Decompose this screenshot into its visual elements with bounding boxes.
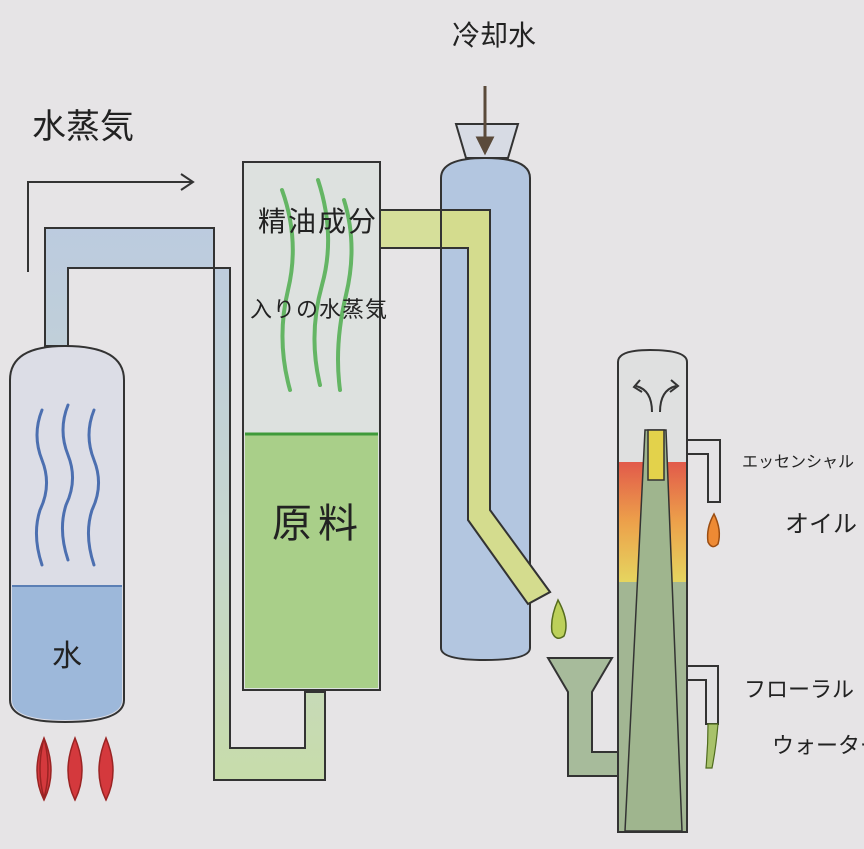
cooling-water-label: 冷却水	[452, 19, 537, 52]
raw-material-bed	[245, 434, 378, 688]
essential-vapour-streaks	[280, 178, 354, 392]
essential-oil-outlet	[686, 439, 721, 548]
steam-direction-arrow	[27, 173, 195, 272]
raw-material-label: 原料	[272, 501, 364, 547]
distillation-still	[242, 161, 381, 691]
water-label: 水	[52, 639, 82, 674]
condensate-drop	[550, 598, 567, 639]
steam-wisps	[35, 403, 100, 567]
cooling-water-arrow	[475, 86, 495, 156]
floral-water-stream	[705, 723, 719, 769]
separator-funnel	[546, 657, 619, 777]
essential-oil-label-line2: オイル	[785, 510, 857, 538]
condenser-coil	[440, 209, 552, 606]
floral-water-outlet	[686, 665, 719, 769]
boiler-water	[12, 586, 122, 720]
steam-pipe	[44, 227, 326, 781]
oil-drop	[706, 512, 721, 548]
essential-oil-label-line1: エッセンシャル	[742, 452, 855, 471]
floral-water-label-line2: ウォーター	[772, 734, 864, 759]
burner-flames	[36, 736, 114, 802]
floral-water-label-line1: フローラル	[744, 678, 855, 703]
essential-steam-label-line2: 入りの水蒸気	[250, 298, 389, 323]
steam-label: 水蒸気	[32, 107, 134, 147]
vent-arrows	[632, 379, 680, 413]
oil-water-separator	[617, 348, 688, 833]
essential-steam-label-line1: 精油成分	[258, 205, 379, 238]
